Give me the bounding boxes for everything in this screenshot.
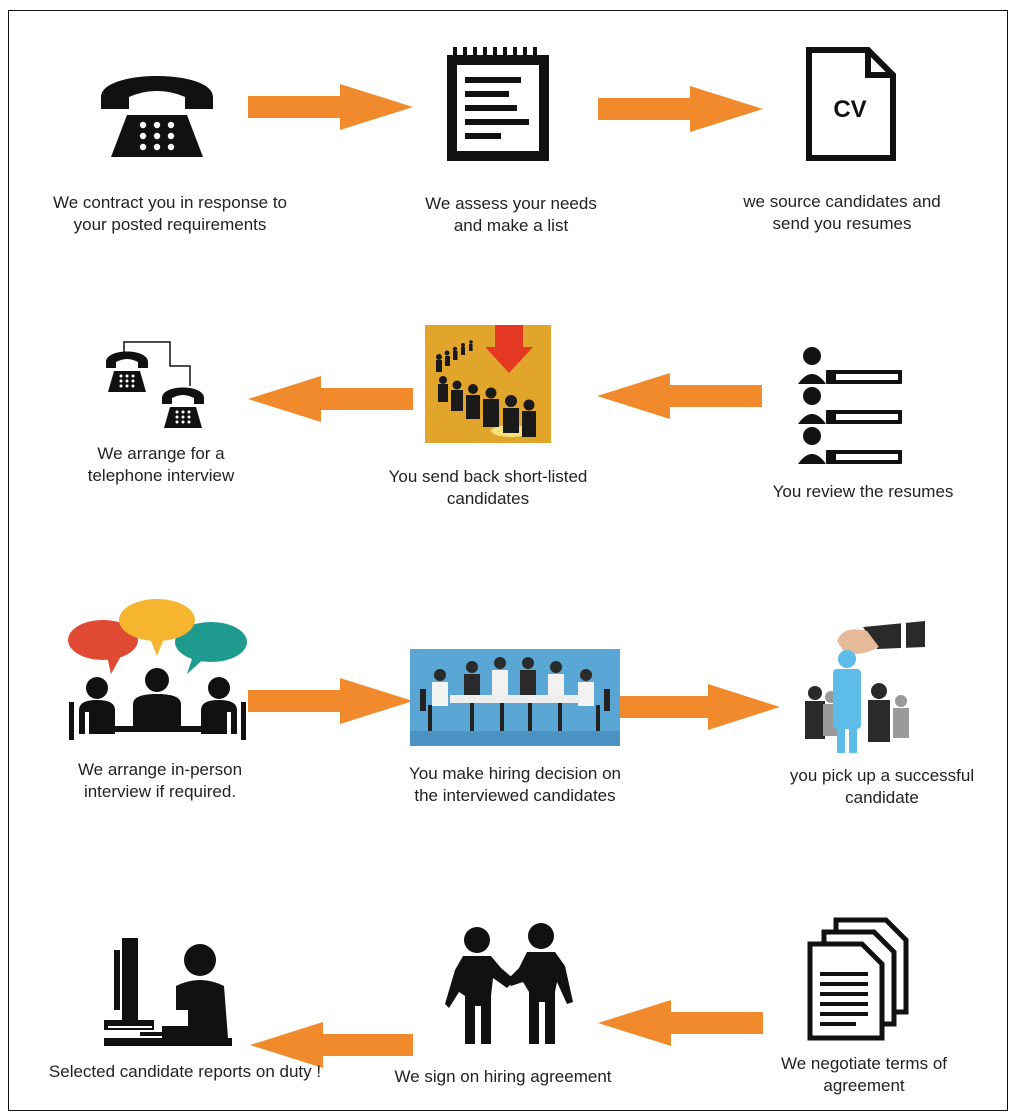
group-discussion-icon	[68, 599, 247, 740]
shortlist-queue-image	[425, 325, 551, 443]
handshake-icon	[445, 923, 573, 1044]
step-caption: We assess your needs and make a list	[425, 194, 597, 235]
step-caption: You send back short-listed candidates	[388, 467, 588, 508]
cv-document-icon: CV	[806, 47, 896, 161]
step-caption: Selected candidate reports on duty !	[48, 1062, 322, 1081]
step-caption: We arrange for a telephone interview	[87, 444, 235, 485]
arrow-right	[620, 684, 780, 730]
step-caption: You make hiring decision on the intervie…	[408, 764, 621, 805]
telephone-icon	[101, 76, 213, 157]
arrow-left	[597, 373, 762, 419]
cv-label: CV	[833, 96, 866, 123]
step-caption: you pick up a successful candidate	[789, 766, 975, 807]
arrow-right	[248, 84, 413, 130]
step-caption: We negotiate terms of agreement	[781, 1054, 947, 1095]
arrow-right	[598, 86, 763, 132]
step-caption: we source candidates and send you resume…	[743, 192, 941, 233]
linked-telephones-icon	[106, 341, 204, 428]
meeting-table-image	[410, 649, 620, 746]
step-caption: We contract you in response to your post…	[52, 193, 288, 234]
step-caption: We arrange in-person interview if requir…	[77, 760, 243, 801]
document-stack-icon	[807, 917, 909, 1041]
resume-review-icon	[798, 347, 902, 464]
arrow-left	[598, 1000, 763, 1046]
arrow-left	[248, 376, 413, 422]
notepad-list-icon	[447, 47, 549, 161]
step-caption: We sign on hiring agreement	[394, 1067, 612, 1086]
arrow-left	[250, 1022, 413, 1068]
person-at-computer-icon	[104, 938, 232, 1046]
arrow-right	[248, 678, 413, 724]
step-caption: You review the resumes	[772, 482, 954, 501]
hand-picking-candidate-image	[797, 613, 927, 759]
